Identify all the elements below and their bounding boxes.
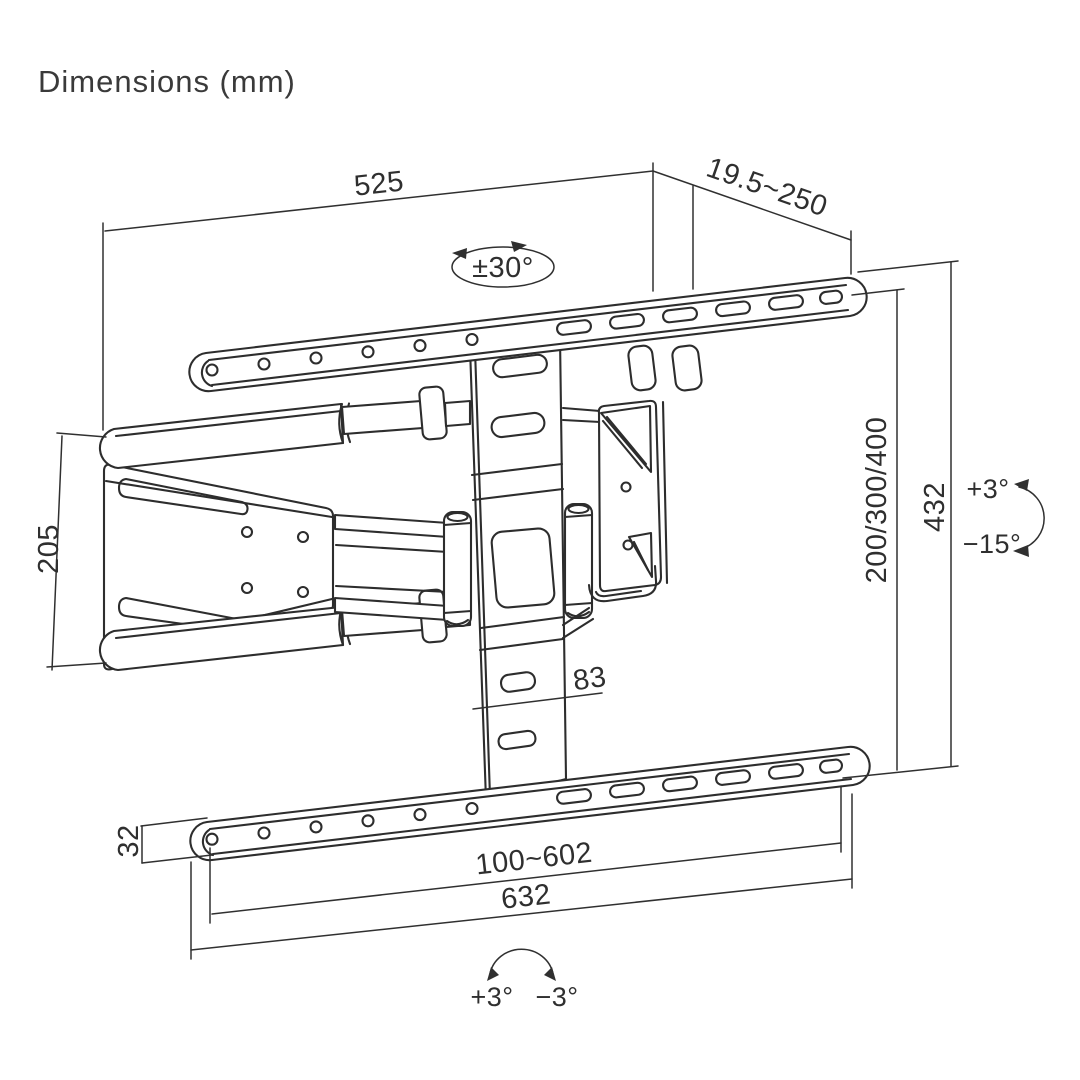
- tilt-up-label: +3°: [966, 474, 1009, 504]
- bottom-rail: [189, 745, 871, 862]
- top-rail: [188, 276, 868, 393]
- tilt-indicator: [1013, 479, 1045, 557]
- swivel-range-label: ±30°: [472, 252, 534, 284]
- level-arrow-right: [544, 967, 556, 981]
- dim-vesa-heights-label: 200/300/400: [861, 417, 893, 584]
- tilt-arrow-up: [1014, 479, 1029, 491]
- level-plus-label: +3°: [470, 982, 513, 1012]
- column-slots: [490, 353, 556, 751]
- hinge-left: [442, 510, 473, 628]
- dim-overall-width-label: 632: [500, 878, 553, 915]
- dim-column-width-label: 83: [571, 661, 608, 697]
- level-arrow-left: [487, 967, 499, 981]
- dim-vesa-heights: [851, 288, 905, 771]
- dim-rail-thickness-label: 32: [113, 824, 145, 857]
- dim-overall-width: [190, 793, 853, 960]
- top-rail-slots: [556, 289, 844, 336]
- swivel-indicator: [451, 241, 555, 288]
- dim-hole-span-label: 100~602: [474, 837, 594, 882]
- dim-column-width-leader: [472, 692, 603, 710]
- dim-extension-depth: [652, 170, 852, 290]
- page-title: Dimensions (mm): [38, 64, 296, 99]
- dim-overall-height-label: 432: [919, 482, 951, 532]
- tilt-arrow-down: [1013, 545, 1029, 557]
- arm-links: [333, 513, 450, 622]
- dim-extension-depth-label: 19.5~250: [702, 152, 831, 224]
- top-rail-holes: [205, 332, 479, 377]
- dim-rail-thickness: [140, 817, 213, 864]
- level-indicator: [487, 948, 556, 981]
- wall-plate-holes: [240, 525, 310, 599]
- tilt-down-label: −15°: [963, 529, 1022, 559]
- upper-arm: [98, 385, 472, 470]
- bottom-rail-slots: [556, 758, 844, 805]
- dim-wall-plate-height: [46, 432, 107, 671]
- swivel-arrow-cw: [511, 241, 527, 252]
- hinge-right: [563, 502, 594, 620]
- bottom-rail-holes: [205, 801, 479, 846]
- rail-hook-tabs: [627, 344, 703, 392]
- dim-rail-width-label: 525: [352, 165, 405, 202]
- level-minus-label: −3°: [535, 982, 578, 1012]
- dim-overall-height: [842, 260, 959, 779]
- vesa-bracket: [561, 399, 669, 640]
- dim-rail-width: [102, 162, 654, 431]
- center-column: [468, 335, 568, 802]
- dim-wall-plate-height-label: 205: [33, 524, 65, 574]
- dim-hole-span: [209, 785, 842, 924]
- column-square-hole: [490, 527, 556, 609]
- swivel-arrow-ccw: [452, 248, 467, 259]
